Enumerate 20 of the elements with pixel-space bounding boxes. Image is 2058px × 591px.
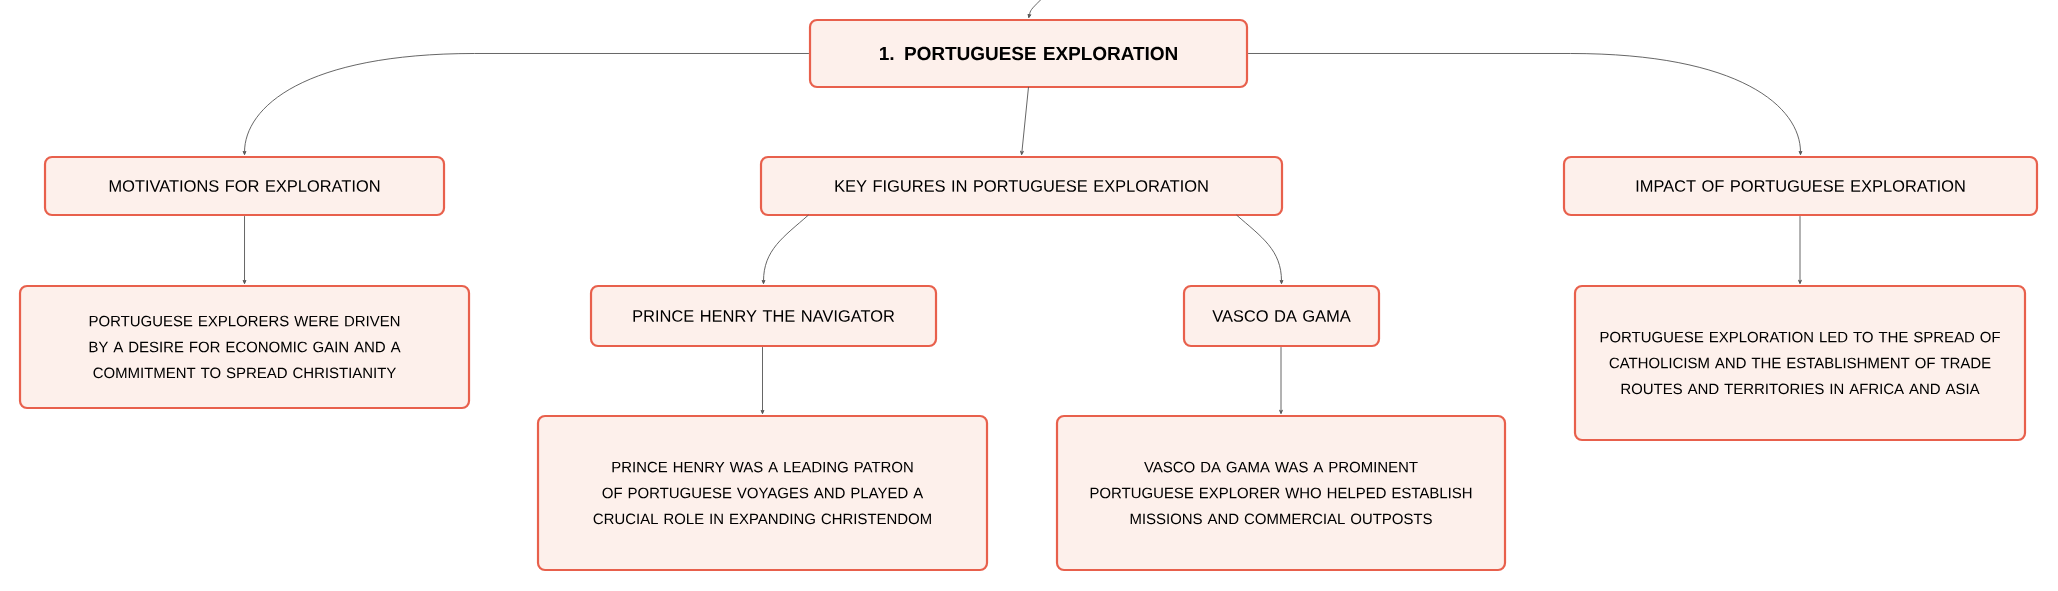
description-box: PORTUGUESE EXPLORERS WERE DRIVEN BY A DESIRE FOR ECONOMIC GAIN AND A COMMITMENT TO SPREAD CHRISTIANITY (18, 284, 471, 410)
connector (242, 215, 247, 285)
description-box: PORTUGUESE EXPLORATION LED TO THE SPREAD OF CATHOLICISM AND THE ESTABLISHMENT OF TRADE ROUTES AND TERRITORIES IN AFRICA AND ASIA (1573, 284, 2027, 442)
topic-box: KEY FIGURES IN PORTUGUESE EXPLORATION (759, 155, 1284, 217)
description-box: VASCO DA GAMA WAS A PROMINENT PORTUGUESE EXPLORER WHO HELPED ESTABLISH MISSIONS AND COMMERCIAL OUTPOSTS (1055, 414, 1507, 572)
connector (760, 346, 765, 415)
title-box: 1. PORTUGUESE EXPLORATION (808, 18, 1249, 89)
connector (761, 214, 809, 285)
connector (1798, 215, 1802, 285)
description-box: PRINCE HENRY WAS A LEADING PATRON OF PORTUGUESE VOYAGES AND PLAYED A CRUCIAL ROLE IN EXPANDING CHRISTENDOM (536, 414, 989, 572)
connector (1236, 214, 1284, 285)
topic-box: PRINCE HENRY THE NAVIGATOR (589, 284, 938, 348)
topic-box: VASCO DA GAMA (1182, 284, 1381, 348)
connector (1247, 53, 1803, 156)
connector (242, 53, 810, 156)
connector (1027, 0, 1041, 19)
topic-box: MOTIVATIONS FOR EXPLORATION (43, 155, 446, 217)
connector (1020, 86, 1029, 156)
connector (1279, 346, 1283, 415)
topic-box: IMPACT OF PORTUGUESE EXPLORATION (1562, 155, 2039, 217)
